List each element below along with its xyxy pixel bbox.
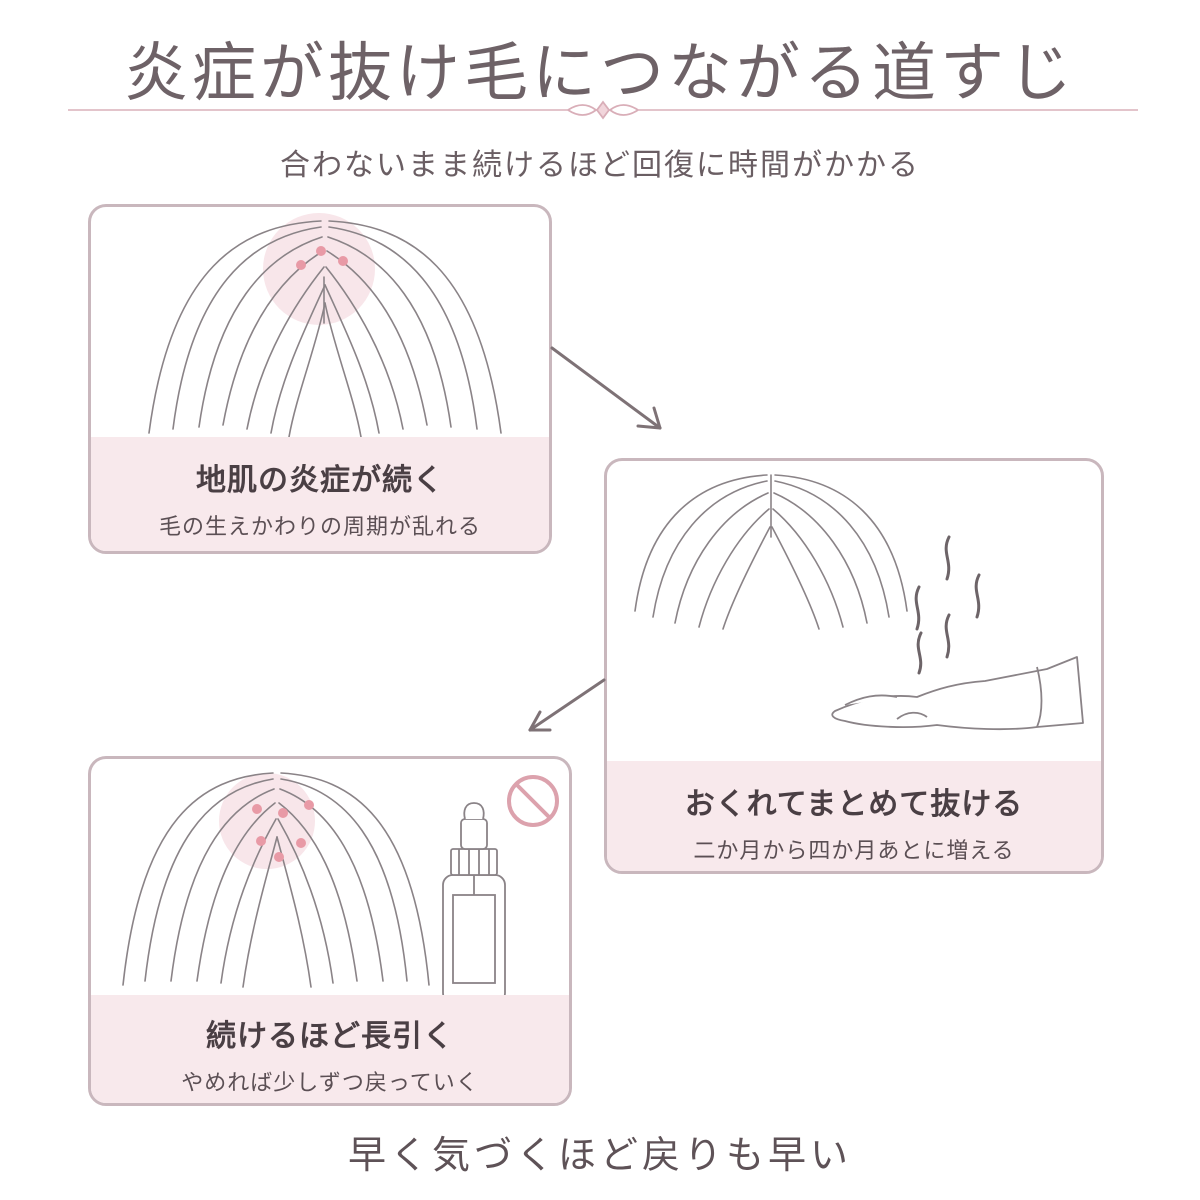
scalp-hair-icon [148,213,502,438]
ornament-icon [567,100,639,120]
scalp-with-serum-illustration [122,772,559,1001]
step-3-subtitle: やめれば少しずつ戻っていく [181,1071,479,1096]
serum-bottle-icon [442,802,506,1001]
arrow-icon [550,346,662,430]
footer-note: 早く気づくほど戻りも早い [347,1133,852,1177]
scalp-hair-icon [634,474,908,630]
step-3-caption: 続けるほど長引く やめれば少しずつ戻っていく [91,995,569,1103]
page-title: 炎症が抜け毛につながる道すじ [124,37,1076,111]
inflammation-area [263,213,375,325]
step-2-subtitle: 二か月から四か月あとに増える [693,839,1015,864]
step-1-caption: 地肌の炎症が続く 毛の生えかわりの周期が乱れる [91,437,549,551]
shedding-illustration [634,474,1084,731]
falling-hair-icon [914,535,981,675]
open-hand-icon [831,656,1084,731]
step-card-prolonged: 続けるほど長引く やめれば少しずつ戻っていく [88,756,572,1106]
inflammation-spots-icon [296,246,348,270]
step-1-title: 地肌の炎症が続く [196,463,444,498]
step-3-title: 続けるほど長引く [206,1019,454,1054]
step-card-shedding: おくれてまとめて抜ける 二か月から四か月あとに増える [604,458,1104,874]
step-2-title: おくれてまとめて抜ける [684,787,1024,822]
step-2-caption: おくれてまとめて抜ける 二か月から四か月あとに増える [607,761,1101,871]
step-card-inflammation: 地肌の炎症が続く 毛の生えかわりの周期が乱れる [88,204,552,554]
step-1-subtitle: 毛の生えかわりの周期が乱れる [158,515,481,540]
inflammation-spots-icon [252,800,314,862]
arrow-icon [528,678,606,732]
prohibited-icon [507,775,559,827]
page-subtitle: 合わないまま続けるほど回復に時間がかかる [280,148,920,183]
scalp-hair-icon [122,772,430,988]
title-divider [68,100,1138,120]
